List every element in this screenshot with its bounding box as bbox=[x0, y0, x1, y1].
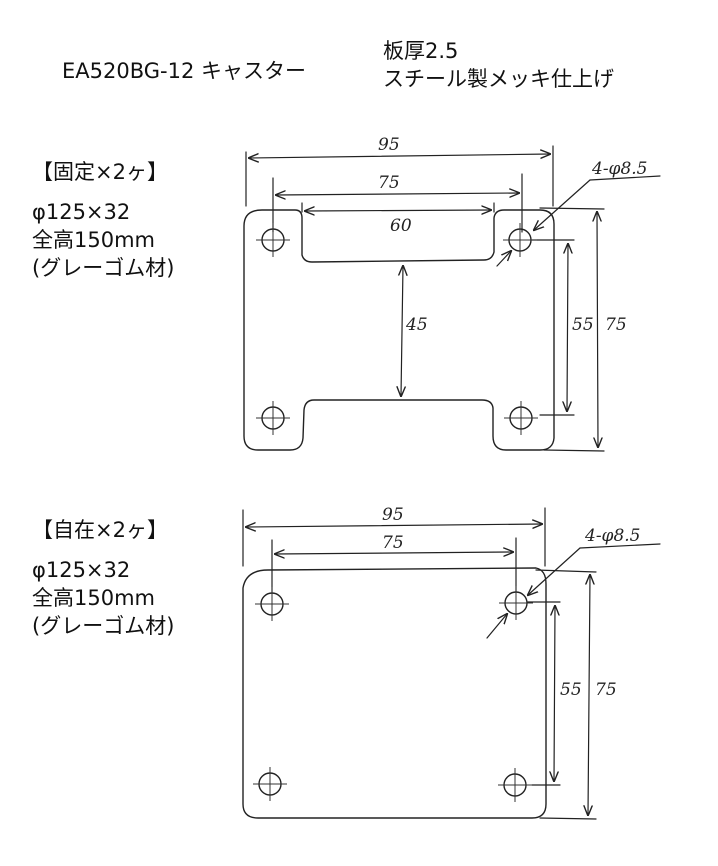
finish-spec: スチール製メッキ仕上げ bbox=[383, 67, 614, 91]
plate-thickness: 板厚2.5 bbox=[383, 39, 459, 63]
swivel-material: (グレーゴム材) bbox=[32, 614, 175, 638]
swivel-dim-55: 55 bbox=[560, 680, 582, 700]
swivel-dim-95: 95 bbox=[382, 505, 404, 525]
fixed-hole-top-right bbox=[503, 223, 537, 257]
swivel-hole-callout: 4-φ8.5 bbox=[584, 526, 641, 546]
fixed-material: (グレーゴム材) bbox=[32, 256, 175, 280]
swivel-caster-heading: 【自在×2ヶ】 bbox=[32, 518, 168, 542]
swivel-wheel-size: φ125×32 bbox=[32, 558, 131, 582]
swivel-hole-top-right bbox=[499, 586, 533, 620]
fixed-caster-heading: 【固定×2ヶ】 bbox=[32, 160, 168, 184]
swivel-hole-bottom-left bbox=[253, 767, 287, 801]
fixed-dim-75-height: 75 bbox=[605, 315, 627, 335]
swivel-dim-75: 75 bbox=[382, 533, 404, 553]
swivel-caster-spec: 【自在×2ヶ】 φ125×32 全高150mm (グレーゴム材) bbox=[32, 516, 174, 640]
fixed-hole-bottom-right bbox=[504, 401, 538, 435]
fixed-dim-45: 45 bbox=[405, 315, 428, 335]
fixed-total-height: 全高150mm bbox=[32, 228, 155, 252]
fixed-dim-95: 95 bbox=[378, 135, 400, 155]
fixed-hole-top-left bbox=[256, 223, 290, 257]
fixed-dim-60: 60 bbox=[390, 216, 412, 236]
fixed-dim-75: 75 bbox=[378, 173, 400, 193]
swivel-plate-outline bbox=[242, 567, 547, 819]
swivel-hole-bottom-right bbox=[498, 768, 532, 802]
fixed-hole-bottom-left bbox=[256, 401, 290, 435]
fixed-plate-outline bbox=[243, 209, 555, 451]
fixed-hole-callout: 4-φ8.5 bbox=[591, 159, 648, 179]
fixed-caster-drawing: 95 75 60 45 55 75 4-φ8.5 bbox=[243, 135, 661, 452]
swivel-dim-75-height: 75 bbox=[595, 680, 617, 700]
swivel-caster-drawing: 95 75 55 75 4-φ8.5 bbox=[242, 505, 661, 820]
swivel-total-height: 全高150mm bbox=[32, 586, 155, 610]
swivel-hole-top-left bbox=[255, 587, 289, 621]
product-title: EA520BG-12 キャスター bbox=[62, 59, 307, 83]
fixed-wheel-size: φ125×32 bbox=[32, 200, 131, 224]
fixed-dim-55: 55 bbox=[572, 315, 594, 335]
fixed-caster-spec: 【固定×2ヶ】 φ125×32 全高150mm (グレーゴム材) bbox=[32, 158, 174, 282]
